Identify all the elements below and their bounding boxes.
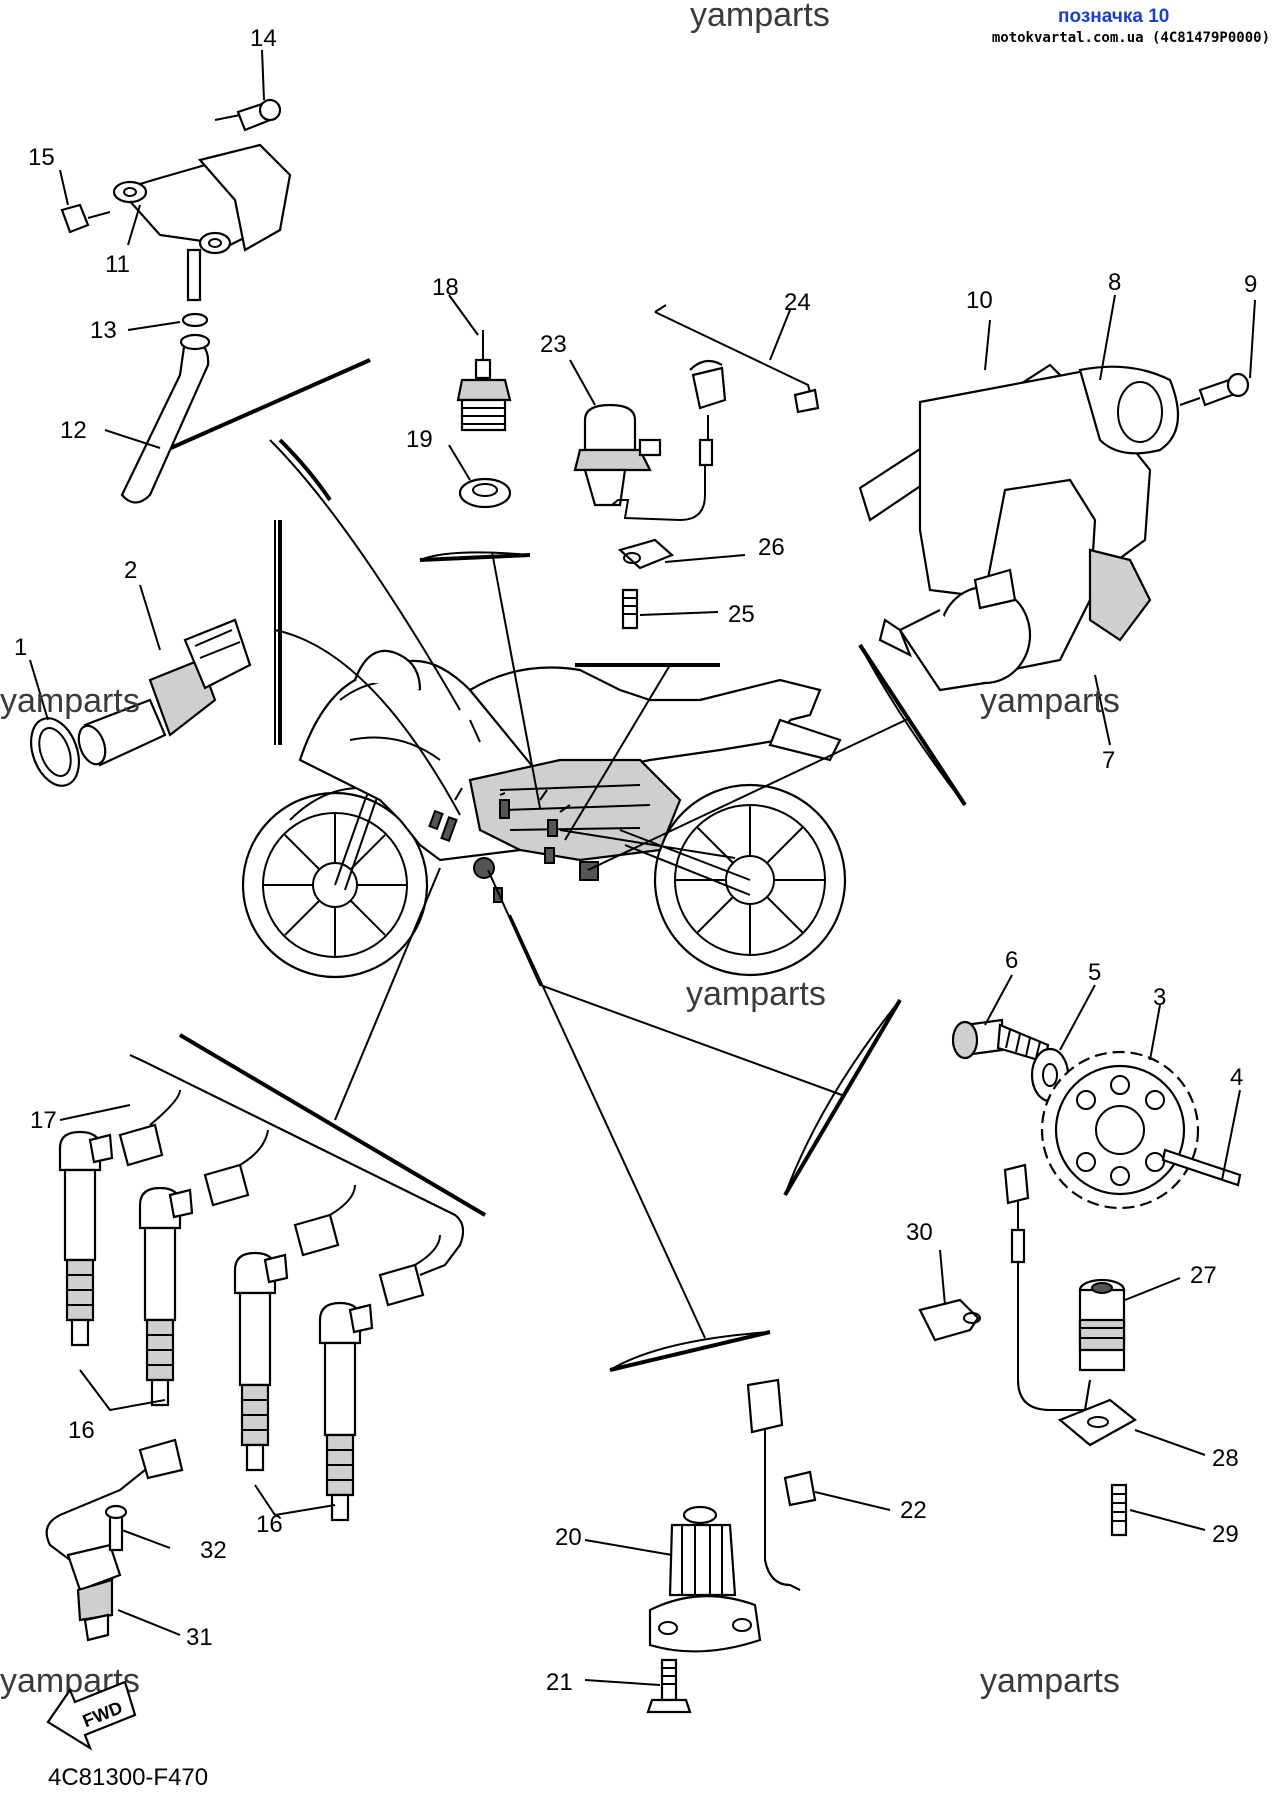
part-label-20: 20	[555, 1524, 582, 1551]
part-sensor-hose-assembly	[60, 98, 292, 504]
part-label-24: 24	[784, 289, 811, 316]
diagram-code: 4C81300-F470	[48, 1764, 208, 1791]
part-label-8: 8	[1108, 269, 1121, 296]
part-speed-sensor-23	[573, 304, 820, 630]
part-label-13: 13	[90, 317, 117, 344]
part-ignition-coils-harness	[58, 1054, 465, 1522]
part-label-21: 21	[546, 1669, 573, 1696]
header-link[interactable]: позначка 10	[1058, 6, 1169, 27]
part-label-29: 29	[1212, 1521, 1239, 1548]
part-timing-sprocket	[951, 1018, 1242, 1210]
part-label-28: 28	[1212, 1445, 1239, 1472]
part-label-4: 4	[1230, 1064, 1243, 1091]
part-label-11: 11	[105, 251, 130, 278]
part-label-9: 9	[1244, 271, 1257, 298]
part-sidestand-switch	[646, 1378, 817, 1714]
group-brackets	[178, 520, 967, 1372]
part-label-25: 25	[728, 601, 755, 628]
watermark-center: yamparts	[686, 975, 826, 1013]
part-coolant-temp-sensor	[30, 618, 252, 787]
part-label-1: 1	[14, 634, 27, 661]
part-label-23: 23	[540, 331, 567, 358]
label-leaders	[29, 49, 1256, 1686]
part-label-3: 3	[1153, 984, 1166, 1011]
motorcycle-illustration	[241, 649, 847, 979]
part-label-26: 26	[758, 534, 785, 561]
watermark-right: yamparts	[980, 682, 1120, 720]
part-label-6: 6	[1005, 947, 1018, 974]
part-label-7: 7	[1102, 747, 1115, 774]
part-label-27: 27	[1190, 1262, 1217, 1289]
part-label-2: 2	[124, 557, 137, 584]
watermark-bottom-right: yamparts	[980, 1662, 1120, 1700]
part-speed-sensor-31	[45, 1438, 184, 1642]
part-label-18: 18	[432, 274, 459, 301]
part-label-12: 12	[60, 417, 87, 444]
watermark-top: yamparts	[690, 0, 830, 34]
part-label-16a: 16	[68, 1417, 95, 1444]
part-oil-pressure-switch	[456, 330, 512, 509]
part-servo-motor-cover	[858, 363, 1250, 692]
part-label-32: 32	[200, 1537, 227, 1564]
part-label-31: 31	[186, 1624, 213, 1651]
part-label-10: 10	[966, 287, 993, 314]
part-label-15: 15	[28, 144, 55, 171]
part-label-5: 5	[1088, 959, 1101, 986]
part-label-14: 14	[250, 25, 277, 52]
part-label-16b: 16	[256, 1511, 283, 1538]
part-label-19: 19	[406, 426, 433, 453]
part-labels: 1 2 3 4 5 6 7 8 9 10 11 12 13 14 15 16 1…	[14, 25, 1257, 1696]
part-cam-position-sensor	[918, 1163, 1137, 1537]
part-label-30: 30	[906, 1219, 933, 1246]
header-site-caption: motokvartal.com.ua (4C81479P0000)	[992, 30, 1270, 46]
part-label-17: 17	[30, 1107, 57, 1134]
part-label-22: 22	[900, 1497, 927, 1524]
watermark-left: yamparts	[0, 682, 140, 720]
